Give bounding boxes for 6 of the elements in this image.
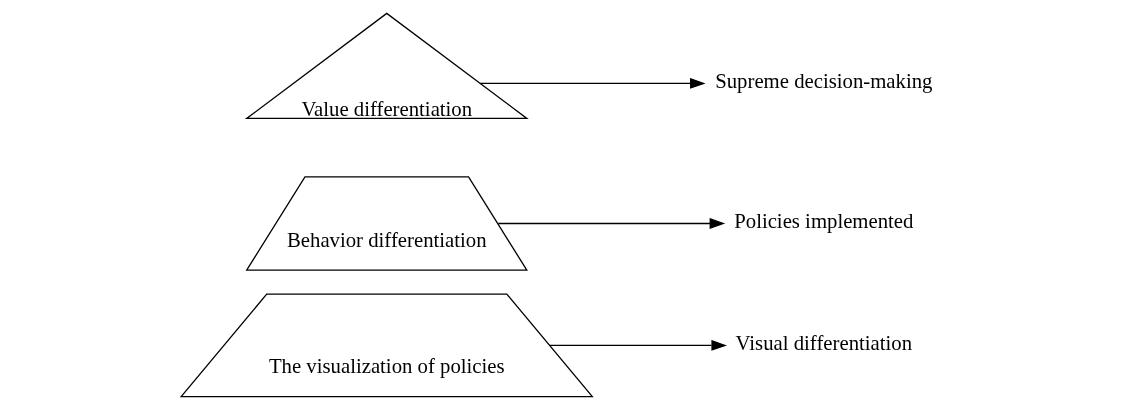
node-text: Policies implemented (734, 210, 914, 233)
node-text: Supreme decision-making (715, 70, 933, 93)
node-text: Visual differentiation (735, 332, 913, 355)
arrow (549, 339, 727, 351)
arrow (479, 77, 706, 89)
arrow (497, 218, 726, 229)
